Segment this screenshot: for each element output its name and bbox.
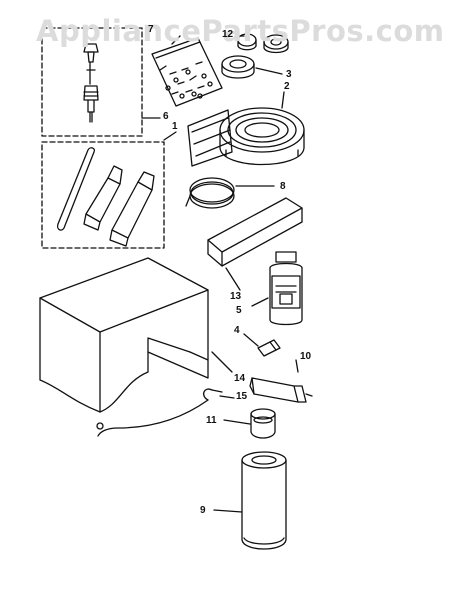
tape-roll (221, 55, 255, 79)
callout-12: 12 (222, 29, 234, 40)
callout-1: 1 (172, 121, 178, 132)
coil-wire (185, 177, 235, 209)
callout-15: 15 (236, 391, 248, 402)
cover (39, 257, 209, 413)
cylinder (241, 451, 287, 550)
bottle (269, 251, 303, 326)
valve-part (83, 43, 99, 123)
callout-3: 3 (286, 69, 292, 80)
callout-11: 11 (206, 415, 217, 426)
callout-4: 4 (234, 325, 240, 336)
callout-6: 6 (163, 111, 169, 122)
callout-9: 9 (200, 505, 206, 516)
callout-7: 7 (148, 24, 154, 35)
tube-set (56, 147, 155, 247)
foam-block (207, 197, 303, 267)
kit-box-6 (41, 27, 143, 137)
power-cord (96, 388, 223, 437)
small-tape (237, 33, 289, 54)
callout-2: 2 (284, 81, 290, 92)
callout-5: 5 (236, 305, 242, 316)
callout-14: 14 (234, 373, 246, 384)
insulation-tape (187, 107, 305, 167)
capsule (257, 339, 281, 357)
callout-8: 8 (280, 181, 286, 192)
kit-box-1 (41, 141, 165, 249)
hardware-bag (151, 35, 223, 107)
callout-13: 13 (230, 291, 242, 302)
cup (250, 408, 276, 439)
callout-10: 10 (300, 351, 312, 362)
sealant-tube (249, 377, 313, 403)
watermark: AppliancePartsPros.com (36, 14, 445, 48)
